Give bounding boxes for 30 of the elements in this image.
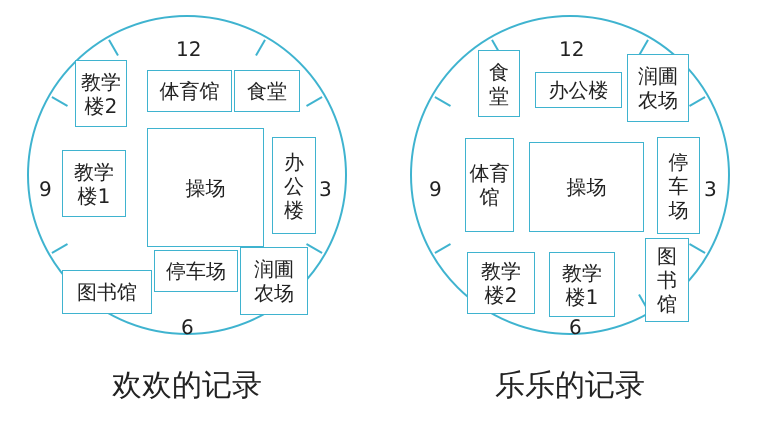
place-box: 操场 xyxy=(147,128,264,247)
place-box: 操场 xyxy=(529,142,644,232)
clock-number: 9 xyxy=(429,177,442,201)
place-box: 办公楼 xyxy=(535,72,622,108)
place-box: 教学楼2 xyxy=(467,252,535,314)
clock-number: 3 xyxy=(704,177,717,201)
place-box: 教学楼1 xyxy=(62,150,126,217)
clock-number: 12 xyxy=(559,37,584,61)
circle-label: 乐乐的记录 xyxy=(495,367,645,405)
place-box: 体育馆 xyxy=(465,138,514,232)
place-box: 停车场 xyxy=(154,250,238,292)
clock-face xyxy=(27,15,347,335)
clock-number: 6 xyxy=(569,315,582,339)
place-box: 办公楼 xyxy=(272,137,316,234)
circle-label: 欢欢的记录 xyxy=(112,367,262,405)
clock-number: 9 xyxy=(39,177,52,201)
clock-number: 3 xyxy=(319,177,332,201)
place-box: 停车场 xyxy=(657,137,700,234)
place-box: 图书馆 xyxy=(645,238,689,322)
place-box: 食堂 xyxy=(234,70,300,112)
clock-face xyxy=(410,15,730,335)
place-box: 图书馆 xyxy=(62,270,152,314)
clock-number: 6 xyxy=(181,315,194,339)
clock-number: 12 xyxy=(176,37,202,61)
place-box: 教学楼1 xyxy=(549,252,615,317)
place-box: 食堂 xyxy=(478,50,520,117)
place-box: 教学楼2 xyxy=(75,60,127,127)
place-box: 润圃农场 xyxy=(240,247,308,315)
place-box: 润圃农场 xyxy=(627,54,689,122)
place-box: 体育馆 xyxy=(147,70,232,112)
